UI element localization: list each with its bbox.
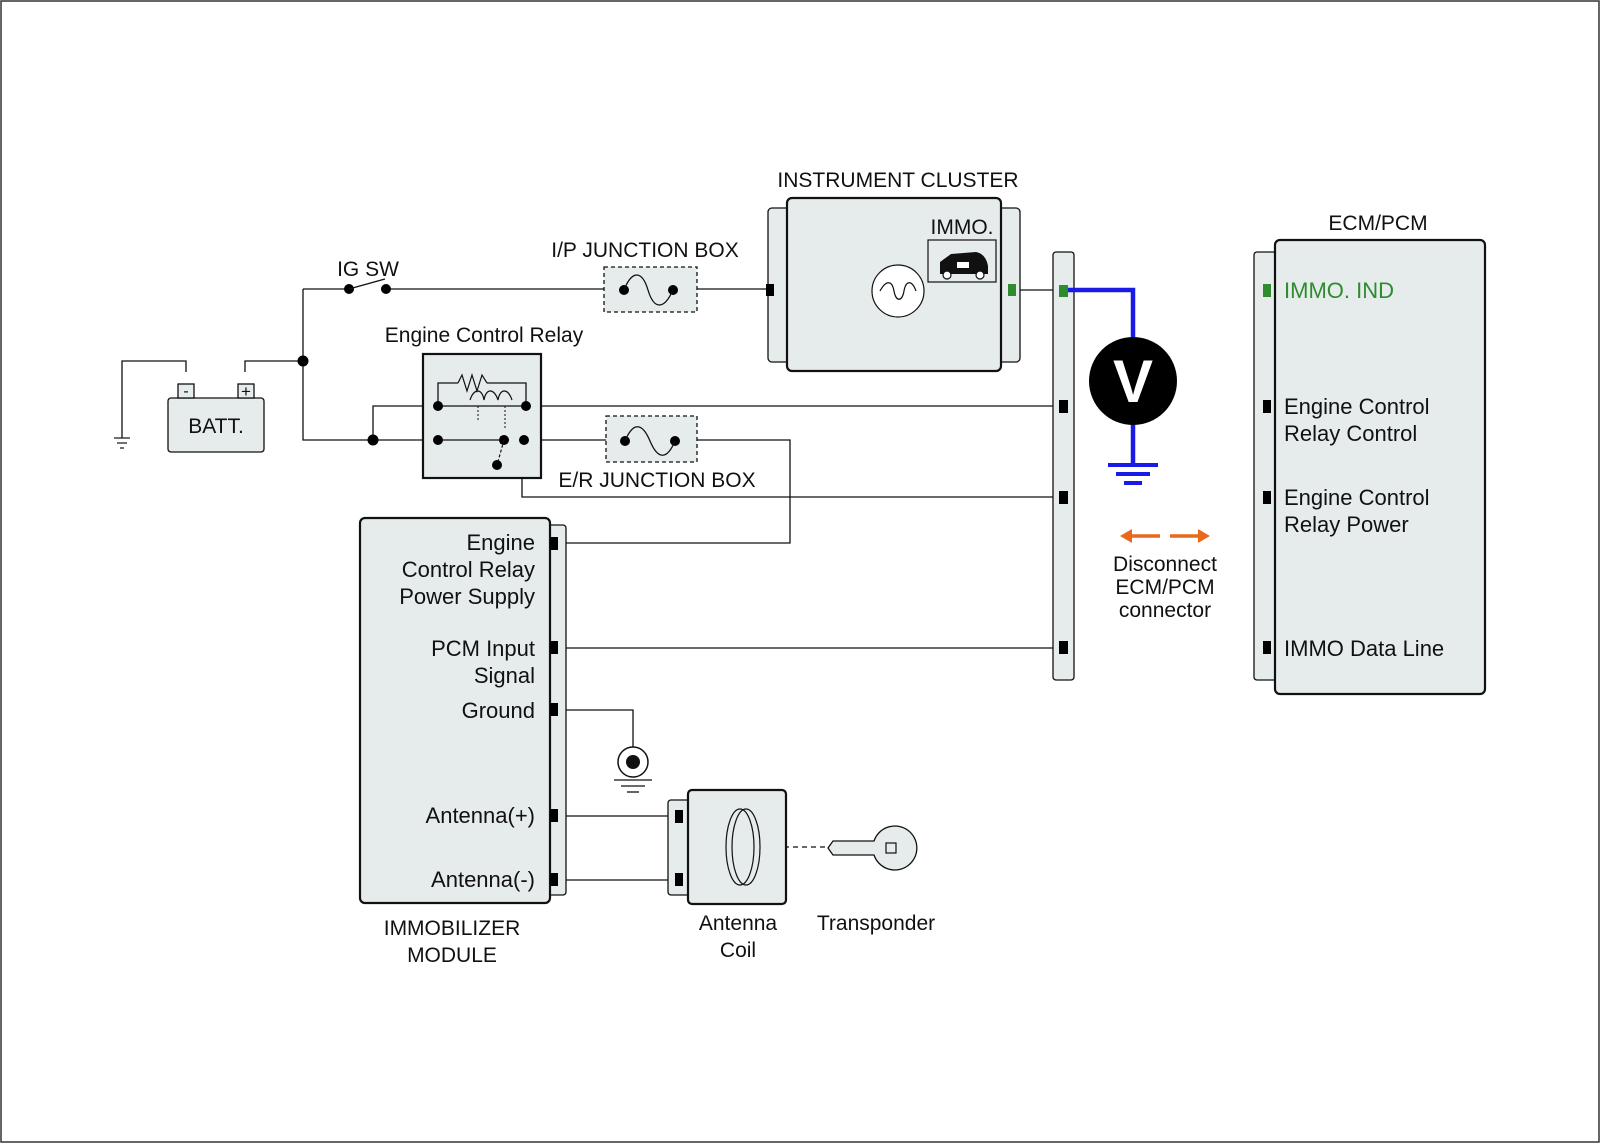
ip-junction-box: I/P JUNCTION BOX (551, 239, 739, 313)
immo-pin-antenna-plus: Antenna(+) (426, 803, 535, 828)
immobilizer-module-label: MODULE (407, 944, 497, 967)
immobilizer-module-label: IMMOBILIZER (384, 917, 521, 940)
antenna-coil-label: Antenna (699, 912, 778, 935)
immo-pin-pcm-input: PCM Input (431, 636, 535, 661)
battery: - + BATT. (167, 382, 265, 453)
battery-minus: - (183, 383, 188, 400)
transponder: Transponder (817, 825, 935, 935)
voltmeter-label: V (1113, 348, 1153, 415)
key-icon (827, 825, 918, 871)
disconnect-note: ECM/PCM (1115, 576, 1214, 599)
ip-junction-box-label: I/P JUNCTION BOX (551, 239, 738, 262)
engine-control-relay-label: Engine Control Relay (385, 324, 584, 347)
ecm-pin-immo-data-line: IMMO Data Line (1284, 636, 1444, 661)
car-key-icon (940, 252, 988, 280)
immo-pin-antenna-minus: Antenna(-) (431, 867, 535, 892)
ecm-pin-relay-control: Engine Control (1284, 394, 1430, 419)
immo-pin-pcm-input: Signal (474, 663, 535, 688)
voltmeter-icon (1089, 337, 1177, 425)
ecm-connector (1052, 251, 1075, 681)
antenna-coil-label: Coil (720, 939, 756, 962)
instrument-cluster-label: INSTRUMENT CLUSTER (777, 169, 1018, 192)
ig-sw-label: IG SW (337, 258, 399, 281)
junction-dot (297, 355, 309, 367)
transponder-label: Transponder (817, 912, 935, 935)
immo-pin-ecr-supply: Control Relay (402, 557, 535, 582)
disconnect-note: connector (1119, 599, 1211, 622)
battery-ground-icon (114, 437, 130, 449)
chassis-ground-icon (614, 746, 652, 793)
ecm-pin-immo-ind: IMMO. IND (1284, 278, 1394, 303)
instrument-cluster: INSTRUMENT CLUSTER IMMO. (766, 169, 1021, 373)
immobilizer-module: Engine Control Relay Power Supply PCM In… (358, 516, 567, 967)
ecm-pcm: ECM/PCM IMMO. IND Engine Control Relay C… (1253, 212, 1487, 696)
er-junction-box: E/R JUNCTION BOX (558, 415, 756, 492)
immo-pin-ecr-supply: Engine (466, 530, 535, 555)
voltmeter-probe: V (1068, 287, 1177, 485)
ecm-pin-relay-control: Relay Control (1284, 421, 1417, 446)
battery-label: BATT. (188, 415, 244, 438)
ecm-pin-relay-power: Engine Control (1284, 485, 1430, 510)
disconnect-note: Disconnect (1113, 553, 1217, 576)
ecm-pcm-label: ECM/PCM (1328, 212, 1427, 235)
er-junction-box-label: E/R JUNCTION BOX (558, 469, 755, 492)
ignition-switch: IG SW (337, 258, 399, 294)
immo-label: IMMO. (931, 216, 994, 239)
engine-control-relay: Engine Control Relay (385, 324, 584, 480)
lamp-icon (871, 264, 925, 318)
ecm-pin-relay-power: Relay Power (1284, 512, 1409, 537)
immo-pin-ecr-supply: Power Supply (399, 584, 535, 609)
junction-dot (367, 434, 379, 446)
disconnect-arrows-icon (1120, 529, 1210, 543)
antenna-coil: Antenna Coil (667, 788, 788, 962)
battery-plus: + (241, 382, 251, 401)
immo-pin-ground: Ground (462, 698, 535, 723)
